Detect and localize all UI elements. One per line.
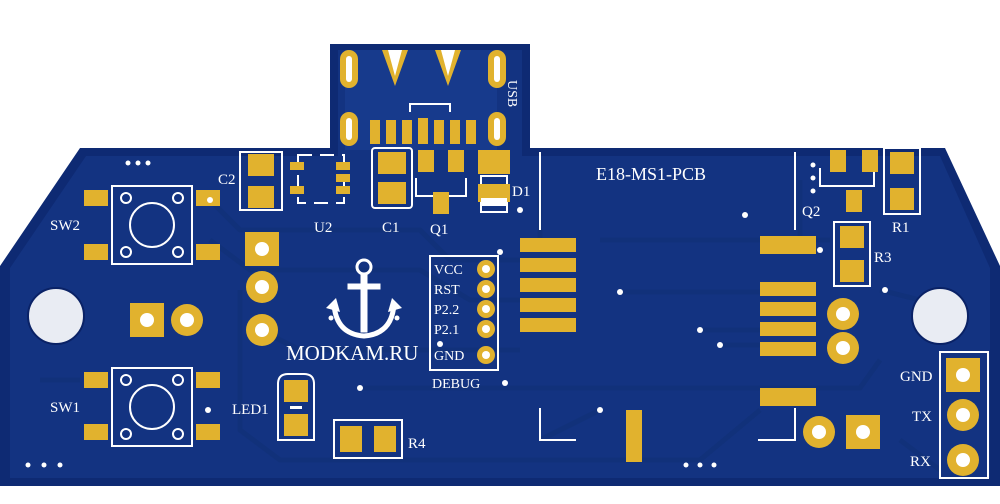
switch-sw1 <box>84 367 220 447</box>
d1-label: D1 <box>512 184 530 200</box>
r4-label: R4 <box>408 436 426 452</box>
usb-label: USB <box>504 80 519 107</box>
capacitor-c1 <box>371 147 413 209</box>
debug-header: VCC RST P2.2 P2.1 GND <box>429 255 499 371</box>
debug-pin-p21: P2.1 <box>434 323 459 338</box>
uart-header <box>939 351 989 479</box>
r3-label: R3 <box>874 250 892 266</box>
brand-text: MODKAM.RU <box>286 341 418 365</box>
transistor-q2 <box>819 150 878 212</box>
mounting-hole-left <box>27 287 85 345</box>
uart-pin-tx: TX <box>912 409 932 425</box>
board-title: E18-MS1-PCB <box>596 164 706 184</box>
q2-label: Q2 <box>802 204 820 220</box>
module-pads-left <box>520 238 576 332</box>
debug-pin-rst: RST <box>434 283 460 298</box>
r1-label: R1 <box>892 220 910 236</box>
resistor-r4 <box>333 419 403 459</box>
switch-sw2 <box>84 185 220 265</box>
debug-pin-p22: P2.2 <box>434 303 459 318</box>
q1-label: Q1 <box>430 222 448 238</box>
jumper-pads <box>130 303 203 337</box>
anchor-logo <box>326 258 402 339</box>
module-pads-right <box>760 236 816 406</box>
usb-connector <box>340 50 506 150</box>
vias <box>25 160 888 468</box>
c2-label: C2 <box>218 172 236 188</box>
mounting-hole-right <box>911 287 969 345</box>
uart-pin-rx: RX <box>910 454 931 470</box>
debug-label: DEBUG <box>432 377 480 392</box>
uart-pin-gnd: GND <box>900 369 933 385</box>
sw2-label: SW2 <box>50 218 80 234</box>
led-led1 <box>277 373 315 441</box>
debug-pin-gnd: GND <box>434 349 464 364</box>
resistor-r1 <box>883 147 921 215</box>
ic-u2 <box>290 154 350 204</box>
transistor-q1 <box>415 150 467 214</box>
header-pads-left <box>245 232 279 346</box>
debug-pin-vcc: VCC <box>434 263 463 278</box>
module-pad-bottom <box>626 410 642 462</box>
diode-d1 <box>478 150 510 213</box>
module-outline <box>539 152 796 441</box>
led1-label: LED1 <box>232 402 269 418</box>
pads-right-mid <box>827 298 859 364</box>
pads-bottom-right <box>803 415 880 449</box>
resistor-r3 <box>833 221 871 287</box>
u2-label: U2 <box>314 220 332 236</box>
c1-label: C1 <box>382 220 400 236</box>
sw1-label: SW1 <box>50 400 80 416</box>
capacitor-c2 <box>239 151 283 211</box>
